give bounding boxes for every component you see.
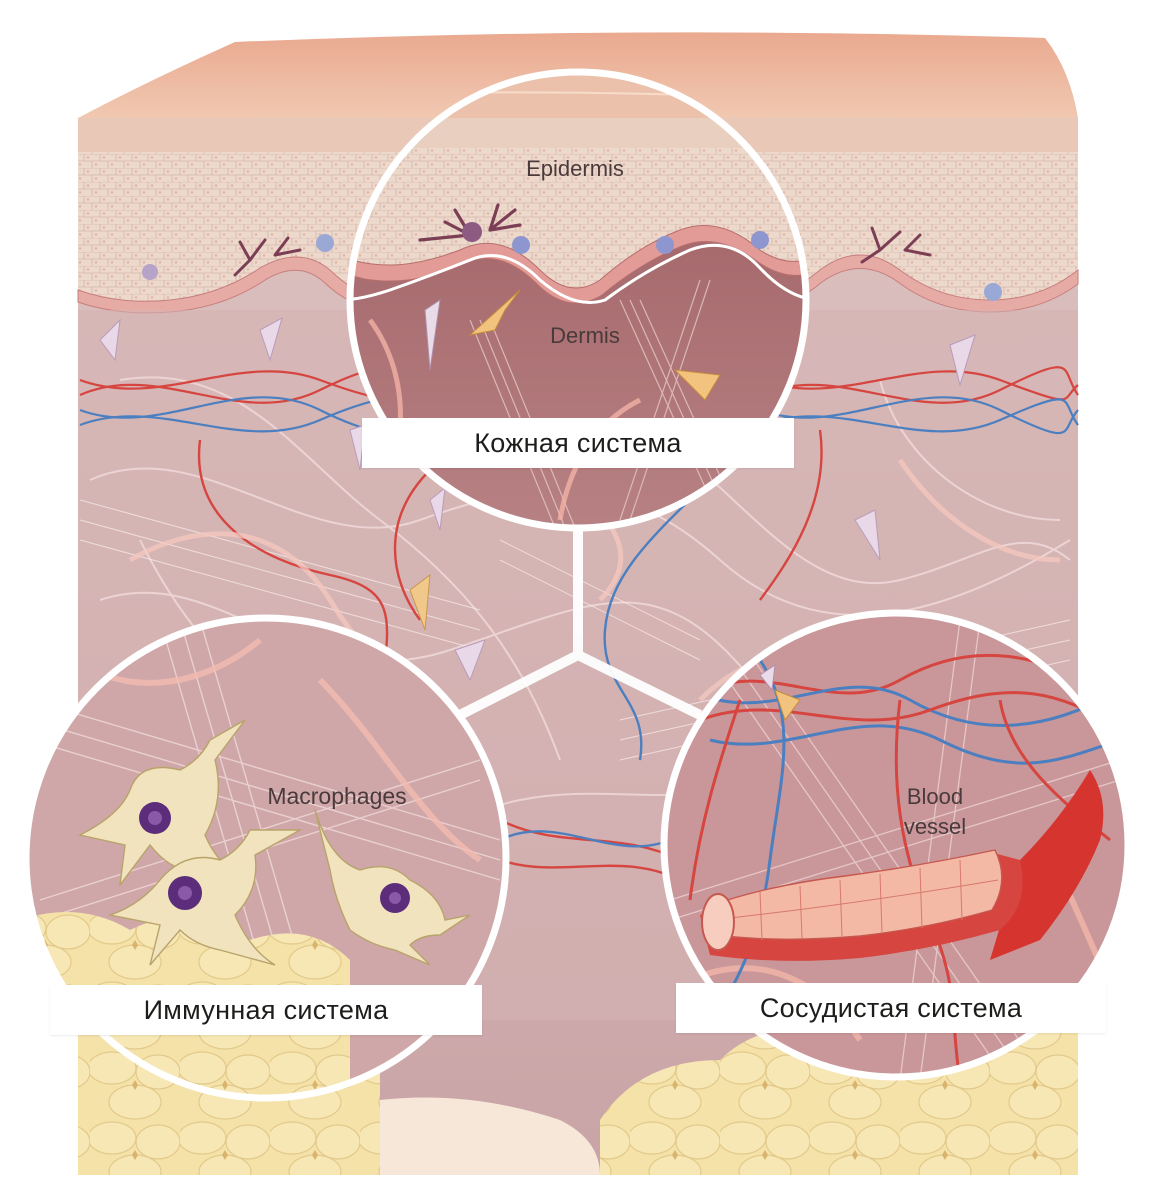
zoom-immune-ring <box>22 614 510 1102</box>
langerhans-cells <box>233 226 932 277</box>
zoom-vascular-ring <box>660 609 1132 1081</box>
fibroblasts <box>99 316 976 682</box>
skin-system-caption: Кожная система <box>362 418 794 468</box>
immune-system-caption-text: Иммунная система <box>143 994 389 1025</box>
blood-vessel-label-line2: vessel <box>904 814 966 839</box>
zoom-skin-ring <box>346 68 810 532</box>
epidermis-label: Epidermis <box>526 156 624 181</box>
immune-system-caption: Иммунная система <box>50 985 482 1035</box>
vascular-system-caption-text: Сосудистая система <box>759 992 1023 1023</box>
skin-system-caption-text: Кожная система <box>474 427 682 458</box>
vascular-system-caption: Сосудистая система <box>676 983 1106 1033</box>
macrophage-2 <box>107 829 303 966</box>
blood-vessel <box>700 770 1104 961</box>
macrophages-label: Macrophages <box>267 783 406 809</box>
dermis-label: Dermis <box>550 323 620 348</box>
system-connector <box>457 525 703 720</box>
blood-vessel-label-line1: Blood <box>907 784 963 809</box>
macrophage-cells <box>77 719 471 966</box>
